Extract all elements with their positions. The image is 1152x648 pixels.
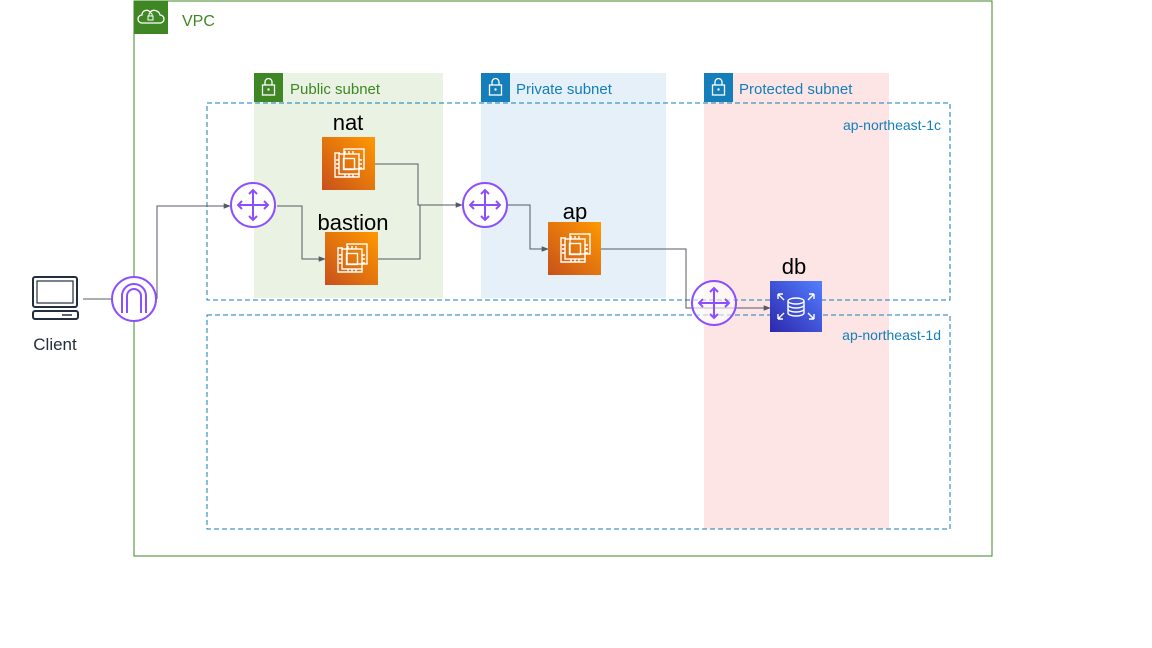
ec2-instance-icon — [322, 137, 375, 190]
db-instance[interactable]: db — [770, 254, 822, 332]
db-label: db — [782, 254, 806, 279]
ec2-instance-icon — [325, 232, 378, 285]
az-1d-label: ap-northeast-1d — [842, 327, 941, 343]
laptop-icon — [32, 276, 79, 320]
az-1c-label: ap-northeast-1c — [843, 117, 941, 133]
nat-instance[interactable]: nat — [322, 110, 375, 190]
bastion-instance[interactable]: bastion — [318, 210, 389, 285]
internet-gateway-icon[interactable] — [111, 276, 157, 322]
protected-subnet-label: Protected subnet — [739, 81, 853, 98]
availability-zone-1c: ap-northeast-1c — [206, 102, 951, 301]
public-subnet-label: Public subnet — [290, 81, 381, 98]
bastion-to-router2-line — [378, 205, 421, 260]
private-subnet-label: Private subnet — [516, 81, 613, 98]
router-icon[interactable] — [691, 280, 737, 326]
nat-label: nat — [333, 110, 364, 135]
router2-to-ap-line — [508, 204, 549, 252]
vpc-cloud-icon — [134, 1, 168, 34]
protected-subnet-lock-icon — [704, 73, 733, 102]
public-subnet-lock-icon — [254, 73, 283, 102]
ap-instance[interactable]: ap — [548, 199, 601, 275]
rds-database-icon — [770, 281, 822, 332]
ap-label: ap — [563, 199, 587, 224]
router-icon[interactable] — [230, 182, 276, 228]
ec2-instance-icon — [548, 222, 601, 275]
availability-zone-1d: ap-northeast-1d — [206, 314, 951, 530]
client-label: Client — [33, 335, 77, 354]
igw-to-router1-line — [156, 203, 231, 299]
router-icon[interactable] — [462, 182, 508, 228]
vpc-label: VPC — [182, 13, 215, 30]
bastion-label: bastion — [318, 210, 389, 235]
client-node[interactable]: Client — [32, 276, 79, 354]
router1-to-bastion-line — [277, 205, 326, 262]
private-subnet-lock-icon — [481, 73, 510, 102]
nat-to-router2-line — [375, 163, 463, 208]
